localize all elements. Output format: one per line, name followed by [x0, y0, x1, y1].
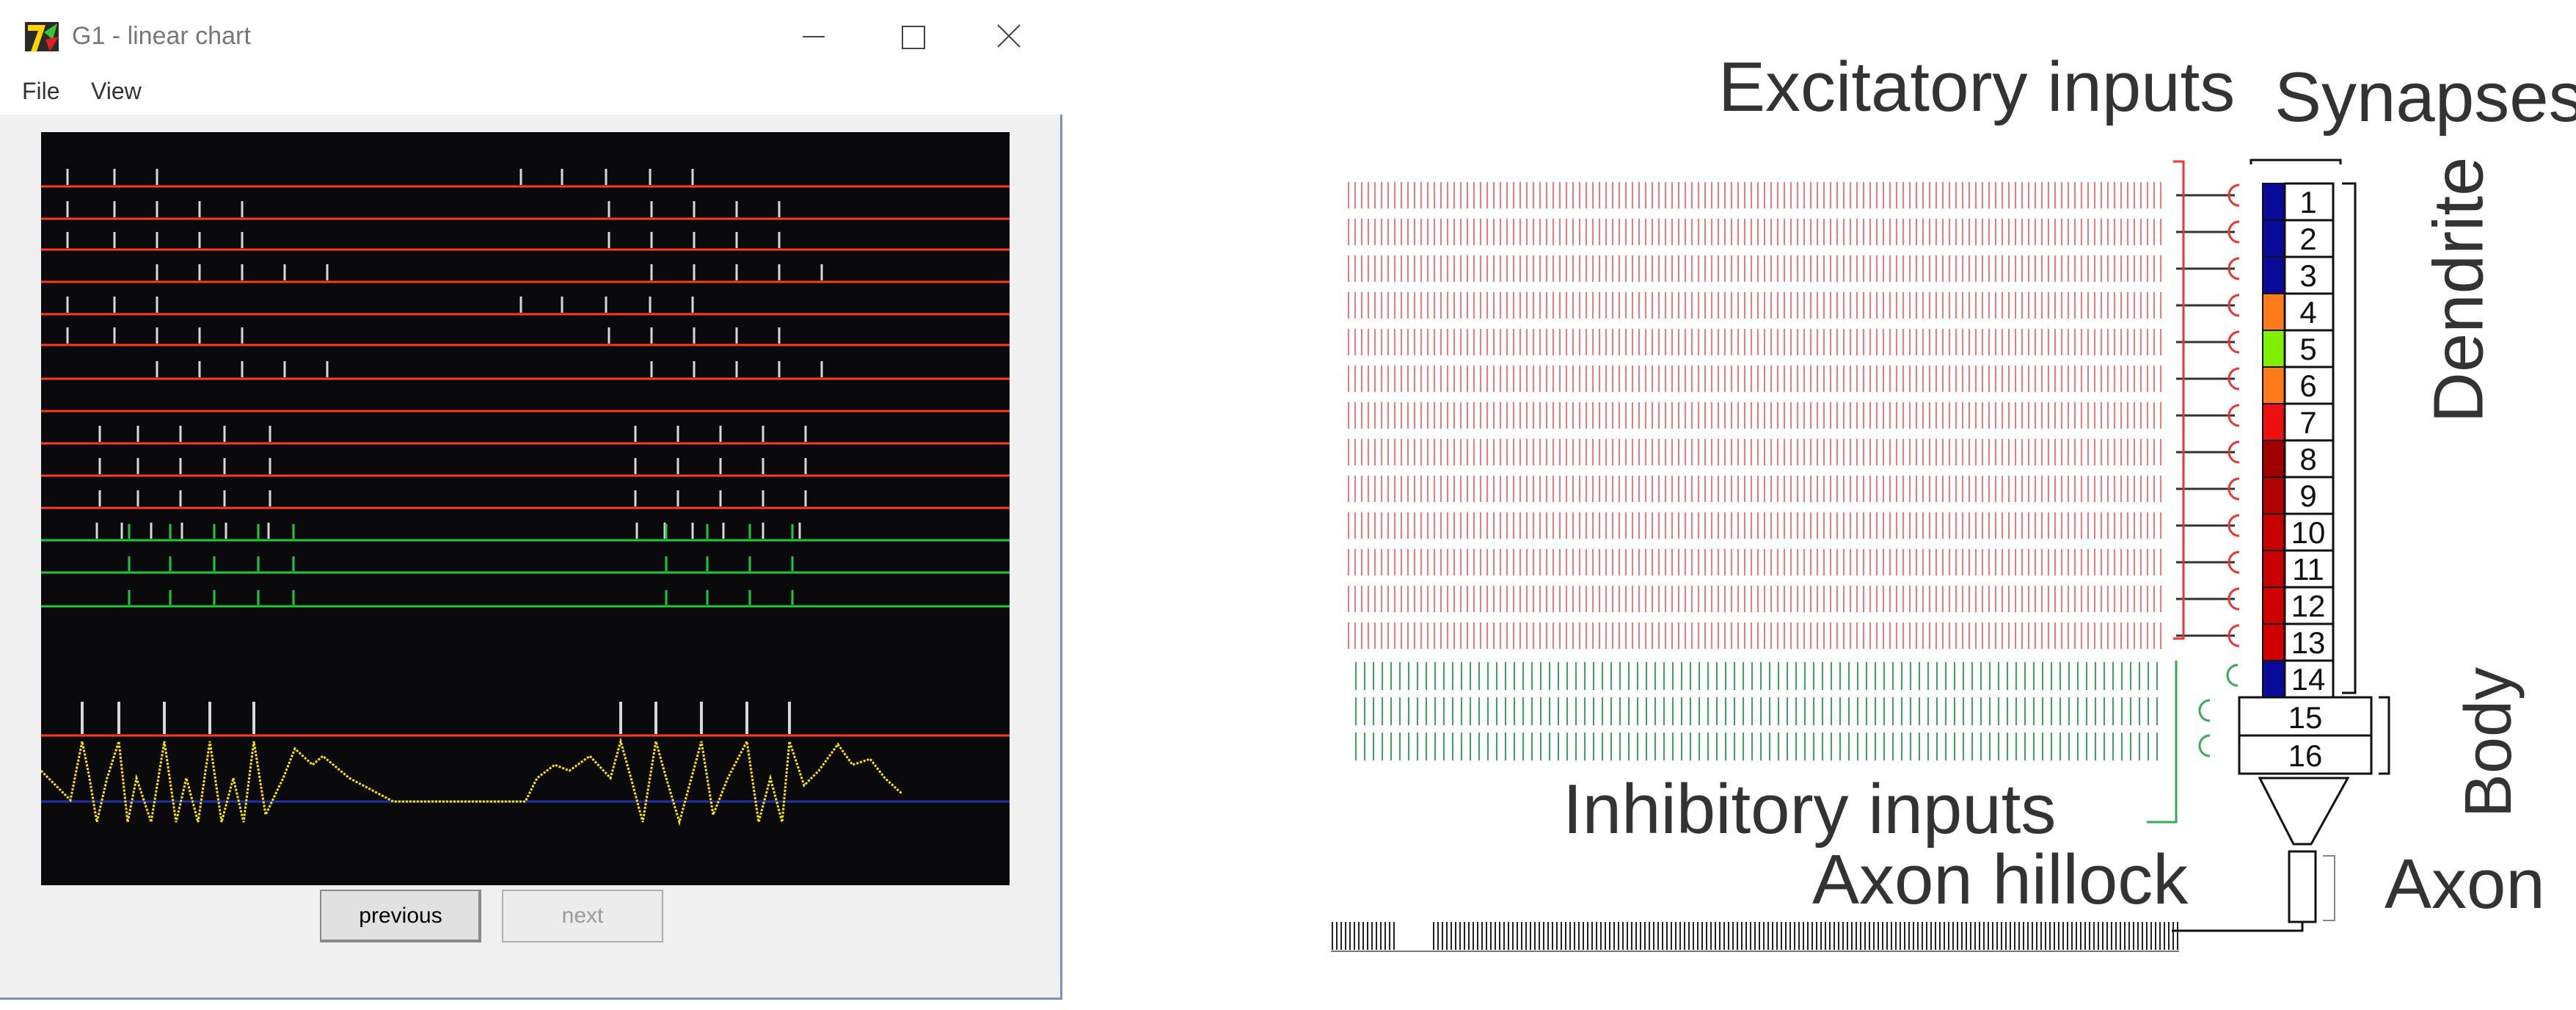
- window-title: G1 - linear chart: [72, 22, 251, 50]
- compartment-number: 8: [2299, 442, 2316, 476]
- previous-button[interactable]: previous: [320, 890, 481, 942]
- synapse-color-cell: [2262, 476, 2285, 515]
- axon-output-line: [2172, 922, 2304, 932]
- label-dendrite: Dendrite: [2419, 156, 2498, 424]
- inhibitory-synapse-terminal: [2198, 734, 2211, 758]
- synapse-color-cell: [2262, 183, 2285, 221]
- excitatory-synapse-terminal: [2227, 257, 2240, 280]
- compartment-number: 15: [2288, 700, 2323, 735]
- chart-canvas: [40, 132, 1010, 885]
- excitatory-synapse-terminal: [2227, 294, 2240, 317]
- body-compartment: [2238, 734, 2373, 775]
- excitatory-synapse-terminal: [2227, 220, 2240, 244]
- dendrite-compartment: [2283, 219, 2335, 258]
- excitatory-synapse-terminal: [2227, 440, 2240, 464]
- compartment-number: 9: [2299, 479, 2316, 513]
- axon-hillock-shape: [2258, 777, 2350, 846]
- dendrite-compartment: [2283, 549, 2335, 589]
- compartment-number: 3: [2299, 258, 2316, 293]
- synapse-color-cell: [2262, 513, 2285, 551]
- synapse-color-cell: [2262, 550, 2285, 588]
- excitatory-synapse-terminal: [2227, 404, 2240, 427]
- compartment-number: 11: [2292, 552, 2324, 586]
- excitatory-synapse-terminal: [2227, 587, 2240, 611]
- axon-shape: [2288, 850, 2317, 923]
- label-axon: Axon: [2385, 845, 2545, 923]
- synapse-color-cell: [2262, 219, 2285, 258]
- synapse-color-cell: [2262, 256, 2285, 294]
- maximize-icon[interactable]: [888, 13, 939, 60]
- label-excitatory-inputs: Excitatory inputs: [1718, 48, 2236, 126]
- compartment-number: 5: [2299, 332, 2316, 366]
- excitatory-synapse-terminal: [2227, 624, 2240, 647]
- synapse-color-cell: [2262, 403, 2285, 441]
- synapse-color-cell: [2262, 330, 2285, 368]
- compartment-number: 6: [2299, 368, 2316, 403]
- compartment-number: 10: [2291, 515, 2326, 550]
- dendrite-compartment: [2283, 255, 2335, 295]
- axon-bracket: [2323, 855, 2335, 921]
- inhibitory-synapse-terminal: [2198, 699, 2211, 722]
- compartment-number: 12: [2291, 589, 2326, 623]
- synapse-color-cell: [2262, 623, 2285, 661]
- compartment-number: 4: [2299, 295, 2316, 330]
- synapse-color-cell: [2262, 660, 2285, 698]
- compartment-number: 14: [2291, 662, 2326, 697]
- synapse-color-cell: [2262, 440, 2285, 478]
- synapses-bracket: [2250, 159, 2342, 164]
- label-inhibitory-inputs: Inhibitory inputs: [1563, 770, 2057, 849]
- next-button[interactable]: next: [502, 890, 663, 942]
- label-body: Body: [2452, 666, 2526, 818]
- label-synapses: Synapses: [2274, 58, 2576, 137]
- inhibitory-bracket: [2147, 661, 2178, 824]
- dendrite-compartment: [2283, 659, 2335, 699]
- menu-bar: [0, 73, 1062, 115]
- dendrite-compartment: [2283, 366, 2335, 405]
- close-icon[interactable]: [983, 13, 1035, 60]
- excitatory-synapse-terminal: [2227, 514, 2240, 537]
- menu-file[interactable]: File: [22, 78, 60, 104]
- dendrite-compartment: [2283, 292, 2335, 332]
- body-bracket: [2379, 696, 2390, 775]
- linear-chart-window: G1 - linear chart File View previous nex…: [0, 0, 1062, 1000]
- compartment-number: 1: [2299, 185, 2316, 219]
- excitatory-synapse-terminal: [2227, 330, 2240, 354]
- compartment-number: 7: [2299, 405, 2316, 440]
- compartment-number: 2: [2299, 222, 2316, 256]
- compartment-number: 13: [2291, 625, 2326, 660]
- excitatory-synapse-terminal: [2227, 477, 2240, 501]
- synapse-color-cell: [2262, 586, 2285, 625]
- dendrite-compartment: [2283, 476, 2335, 515]
- compartment-number: 16: [2288, 738, 2323, 773]
- excitatory-synapse-terminal: [2227, 551, 2240, 574]
- excitatory-bracket: [2173, 160, 2185, 640]
- membrane-potential-trace: [40, 737, 904, 826]
- excitatory-synapse-terminal: [2227, 184, 2240, 207]
- app-logo-icon: [25, 22, 59, 51]
- dendrite-compartment: [2283, 586, 2335, 625]
- dendrite-bracket: [2342, 182, 2357, 694]
- dendrite-compartment: [2283, 439, 2335, 479]
- label-axon-hillock: Axon hillock: [1812, 840, 2189, 919]
- minimize-icon[interactable]: [788, 13, 839, 60]
- spike-raster-plot: [40, 169, 1010, 826]
- menu-view[interactable]: View: [91, 78, 142, 104]
- excitatory-synapse-terminal: [2227, 367, 2240, 390]
- synapse-color-cell: [2262, 366, 2285, 404]
- title-bar[interactable]: G1 - linear chart: [0, 0, 1062, 73]
- synapse-color-cell: [2262, 293, 2285, 331]
- inhibitory-synapse-terminal: [2226, 664, 2239, 687]
